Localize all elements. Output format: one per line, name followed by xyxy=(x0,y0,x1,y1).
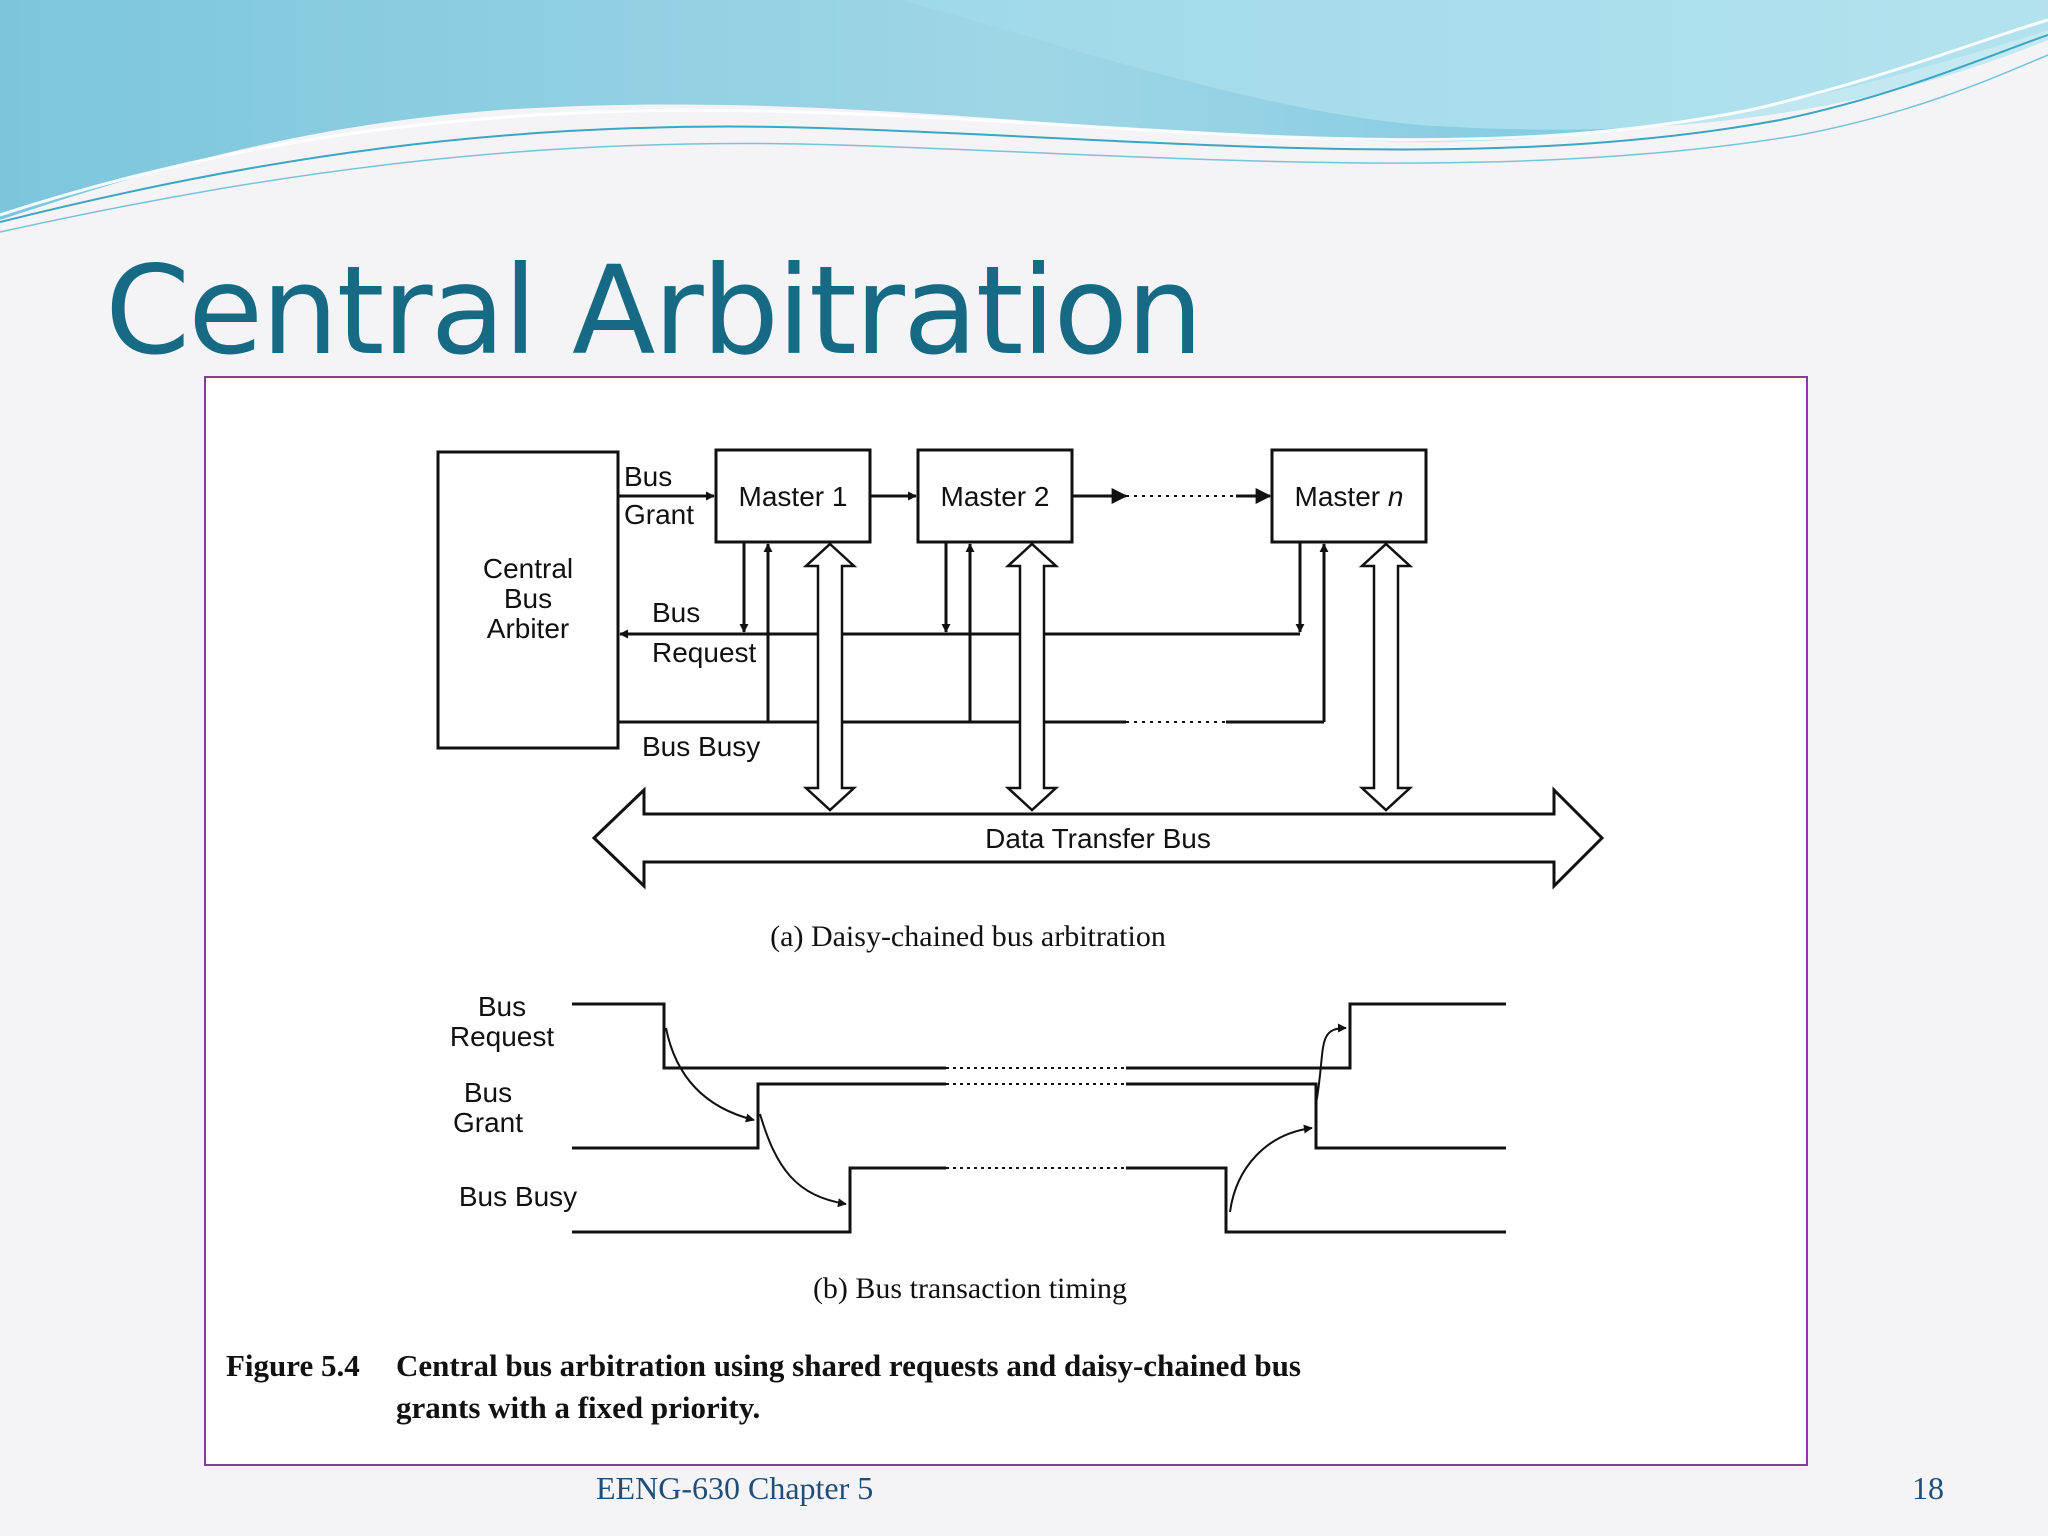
bus-request-label-line1: Bus xyxy=(652,597,700,628)
slide-number: 18 xyxy=(1912,1470,1944,1506)
master-2-box xyxy=(916,448,1074,544)
mn-data-connector xyxy=(1358,542,1414,812)
grant-to-busy-arrow xyxy=(759,1113,847,1208)
caption-a: (a) Daisy-chained bus arbitration xyxy=(770,920,1166,953)
arbiter-label-line1: Central xyxy=(483,553,573,584)
bus-busy-waveform-end xyxy=(1126,1166,1506,1234)
timing-bus-request-line2: Request xyxy=(450,1021,555,1052)
bus-request-waveform xyxy=(572,1002,946,1070)
bus-busy-waveform xyxy=(572,1166,946,1234)
master-1-label: Master 1 xyxy=(739,481,848,512)
slide-title: Central Arbitration xyxy=(105,240,1203,382)
figure-diagram: Central Bus Arbiter Bus Grant Bus Reques… xyxy=(226,448,1605,1425)
master-n-box xyxy=(1270,448,1428,544)
master-2-label: Master 2 xyxy=(941,481,1050,512)
daisy-chain-diagram xyxy=(436,448,1605,890)
figure-caption-line2: grants with a fixed priority. xyxy=(396,1390,760,1425)
m1-data-connector xyxy=(802,542,858,812)
central-bus-arbiter-box xyxy=(436,450,620,750)
bus-grant-waveform xyxy=(572,1082,946,1150)
timing-bus-busy-label: Bus Busy xyxy=(459,1181,577,1212)
data-transfer-bus-label: Data Transfer Bus xyxy=(985,823,1211,854)
timing-bus-request-line1: Bus xyxy=(478,991,526,1022)
busy-to-grant-arrow xyxy=(1229,1124,1313,1213)
request-to-grant-arrow xyxy=(665,1027,755,1123)
timing-bus-grant-line2: Grant xyxy=(453,1107,523,1138)
figure-caption-line1: Central bus arbitration using shared req… xyxy=(396,1348,1301,1383)
caption-b: (b) Bus transaction timing xyxy=(813,1272,1127,1305)
arbiter-label-line3: Arbiter xyxy=(487,613,569,644)
footer-course-label: EENG-630 Chapter 5 xyxy=(596,1470,874,1506)
m2-data-connector xyxy=(1004,542,1060,812)
master-1-box xyxy=(714,448,872,544)
bus-grant-waveform-end xyxy=(1126,1082,1506,1150)
figure-label: Figure 5.4 xyxy=(226,1348,360,1383)
bus-grant-label-line2: Grant xyxy=(624,499,694,530)
bus-request-label-line2: Request xyxy=(652,637,757,668)
grant-to-request-arrow xyxy=(1315,1023,1347,1105)
data-transfer-bus-arrow xyxy=(591,786,1605,890)
timing-diagram xyxy=(572,1002,1506,1234)
arbiter-label-line2: Bus xyxy=(504,583,552,614)
bus-busy-label: Bus Busy xyxy=(642,731,760,762)
master-n-label: Master n xyxy=(1295,481,1404,512)
bus-grant-label-line1: Bus xyxy=(624,461,672,492)
header-wave-banner xyxy=(0,0,2048,233)
timing-bus-grant-line1: Bus xyxy=(464,1077,512,1108)
bus-request-waveform-end xyxy=(1126,1002,1506,1070)
figure-frame: Central Bus Arbiter Bus Grant Bus Reques… xyxy=(204,376,1808,1466)
